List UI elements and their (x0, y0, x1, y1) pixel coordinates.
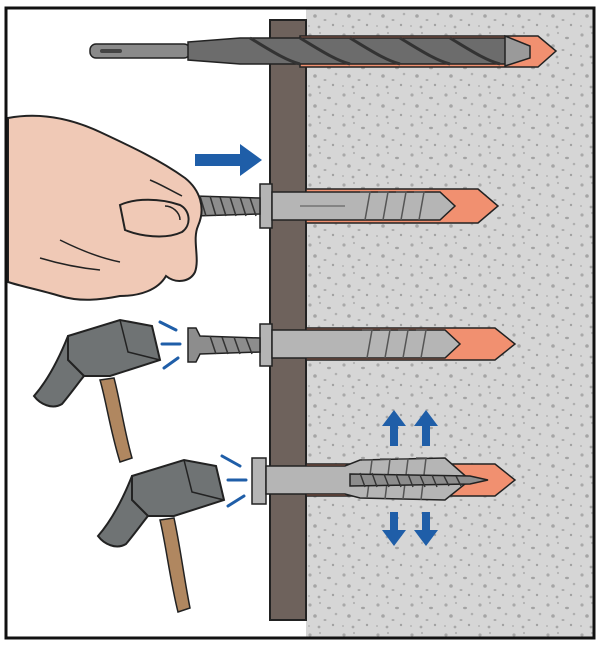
screw-3 (187, 327, 261, 363)
expand-up-arrow-icon (414, 410, 438, 446)
step-hammer-screw-expand (96, 410, 517, 613)
concrete-wall (306, 8, 594, 638)
step-hammer-anchor (32, 318, 517, 463)
expand-down-arrow-icon (382, 512, 406, 546)
step-drill-hole (89, 34, 558, 68)
expand-down-arrow-icon (414, 512, 438, 546)
impact-marks-4 (220, 454, 248, 508)
step-insert-anchor (7, 114, 500, 301)
hammer-1 (32, 318, 162, 463)
fixture-board (269, 19, 307, 621)
screw-4 (349, 472, 489, 488)
impact-marks-3 (158, 320, 182, 370)
drill-bit (89, 34, 531, 68)
expansion-arrows (382, 410, 438, 546)
screw-2 (194, 195, 261, 217)
anchor-plug-2 (259, 183, 457, 229)
frame-border (4, 6, 596, 640)
hand (7, 114, 203, 301)
hammer-2 (96, 458, 226, 613)
push-arrow-right-icon (195, 144, 262, 176)
expand-up-arrow-icon (382, 410, 406, 446)
